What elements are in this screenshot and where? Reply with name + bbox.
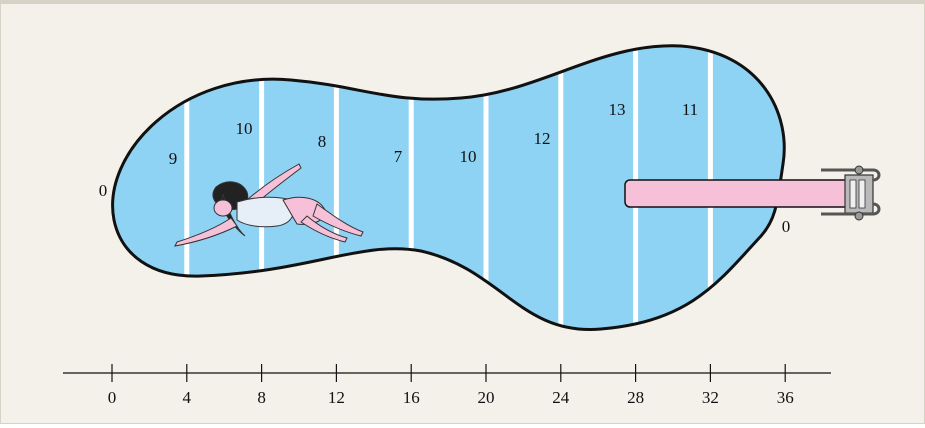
axis-tick-label: 4	[183, 388, 192, 407]
width-labels: 0 9 10 8 7 10 12 13 11 0	[99, 100, 791, 236]
axis-tick-label: 24	[552, 388, 570, 407]
width-label: 0	[782, 217, 791, 236]
diving-board	[624, 179, 850, 208]
width-label: 10	[460, 147, 477, 166]
ladder-icon	[821, 165, 881, 221]
pool-water	[112, 45, 785, 330]
width-label: 7	[394, 147, 403, 166]
axis-tick-label: 36	[777, 388, 794, 407]
lane-line	[333, 45, 339, 330]
axis-tick-label: 16	[403, 388, 420, 407]
x-axis: 0 4 8 12 16 20 24 28 32 36	[63, 364, 831, 407]
axis-tick-label: 0	[108, 388, 117, 407]
axis-tick-label: 28	[627, 388, 644, 407]
lane-line	[184, 45, 190, 330]
swimmer-figure	[174, 163, 364, 247]
axis-tick-label: 32	[702, 388, 719, 407]
axis-tick-label: 20	[478, 388, 495, 407]
lane-line	[483, 45, 489, 330]
width-label: 10	[236, 119, 253, 138]
width-label: 9	[169, 149, 178, 168]
pool-diagram: 0 9 10 8 7 10 12 13 11 0 0 4 8 12 16 20 24 28 32…	[63, 44, 881, 407]
axis-tick-label: 12	[328, 388, 345, 407]
width-label: 8	[318, 132, 327, 151]
lane-line	[408, 45, 414, 330]
width-label: 11	[682, 100, 698, 119]
lane-line	[558, 45, 564, 330]
axis-tick-label: 8	[257, 388, 266, 407]
width-label: 13	[609, 100, 626, 119]
width-label: 12	[534, 129, 551, 148]
width-label: 0	[99, 181, 108, 200]
